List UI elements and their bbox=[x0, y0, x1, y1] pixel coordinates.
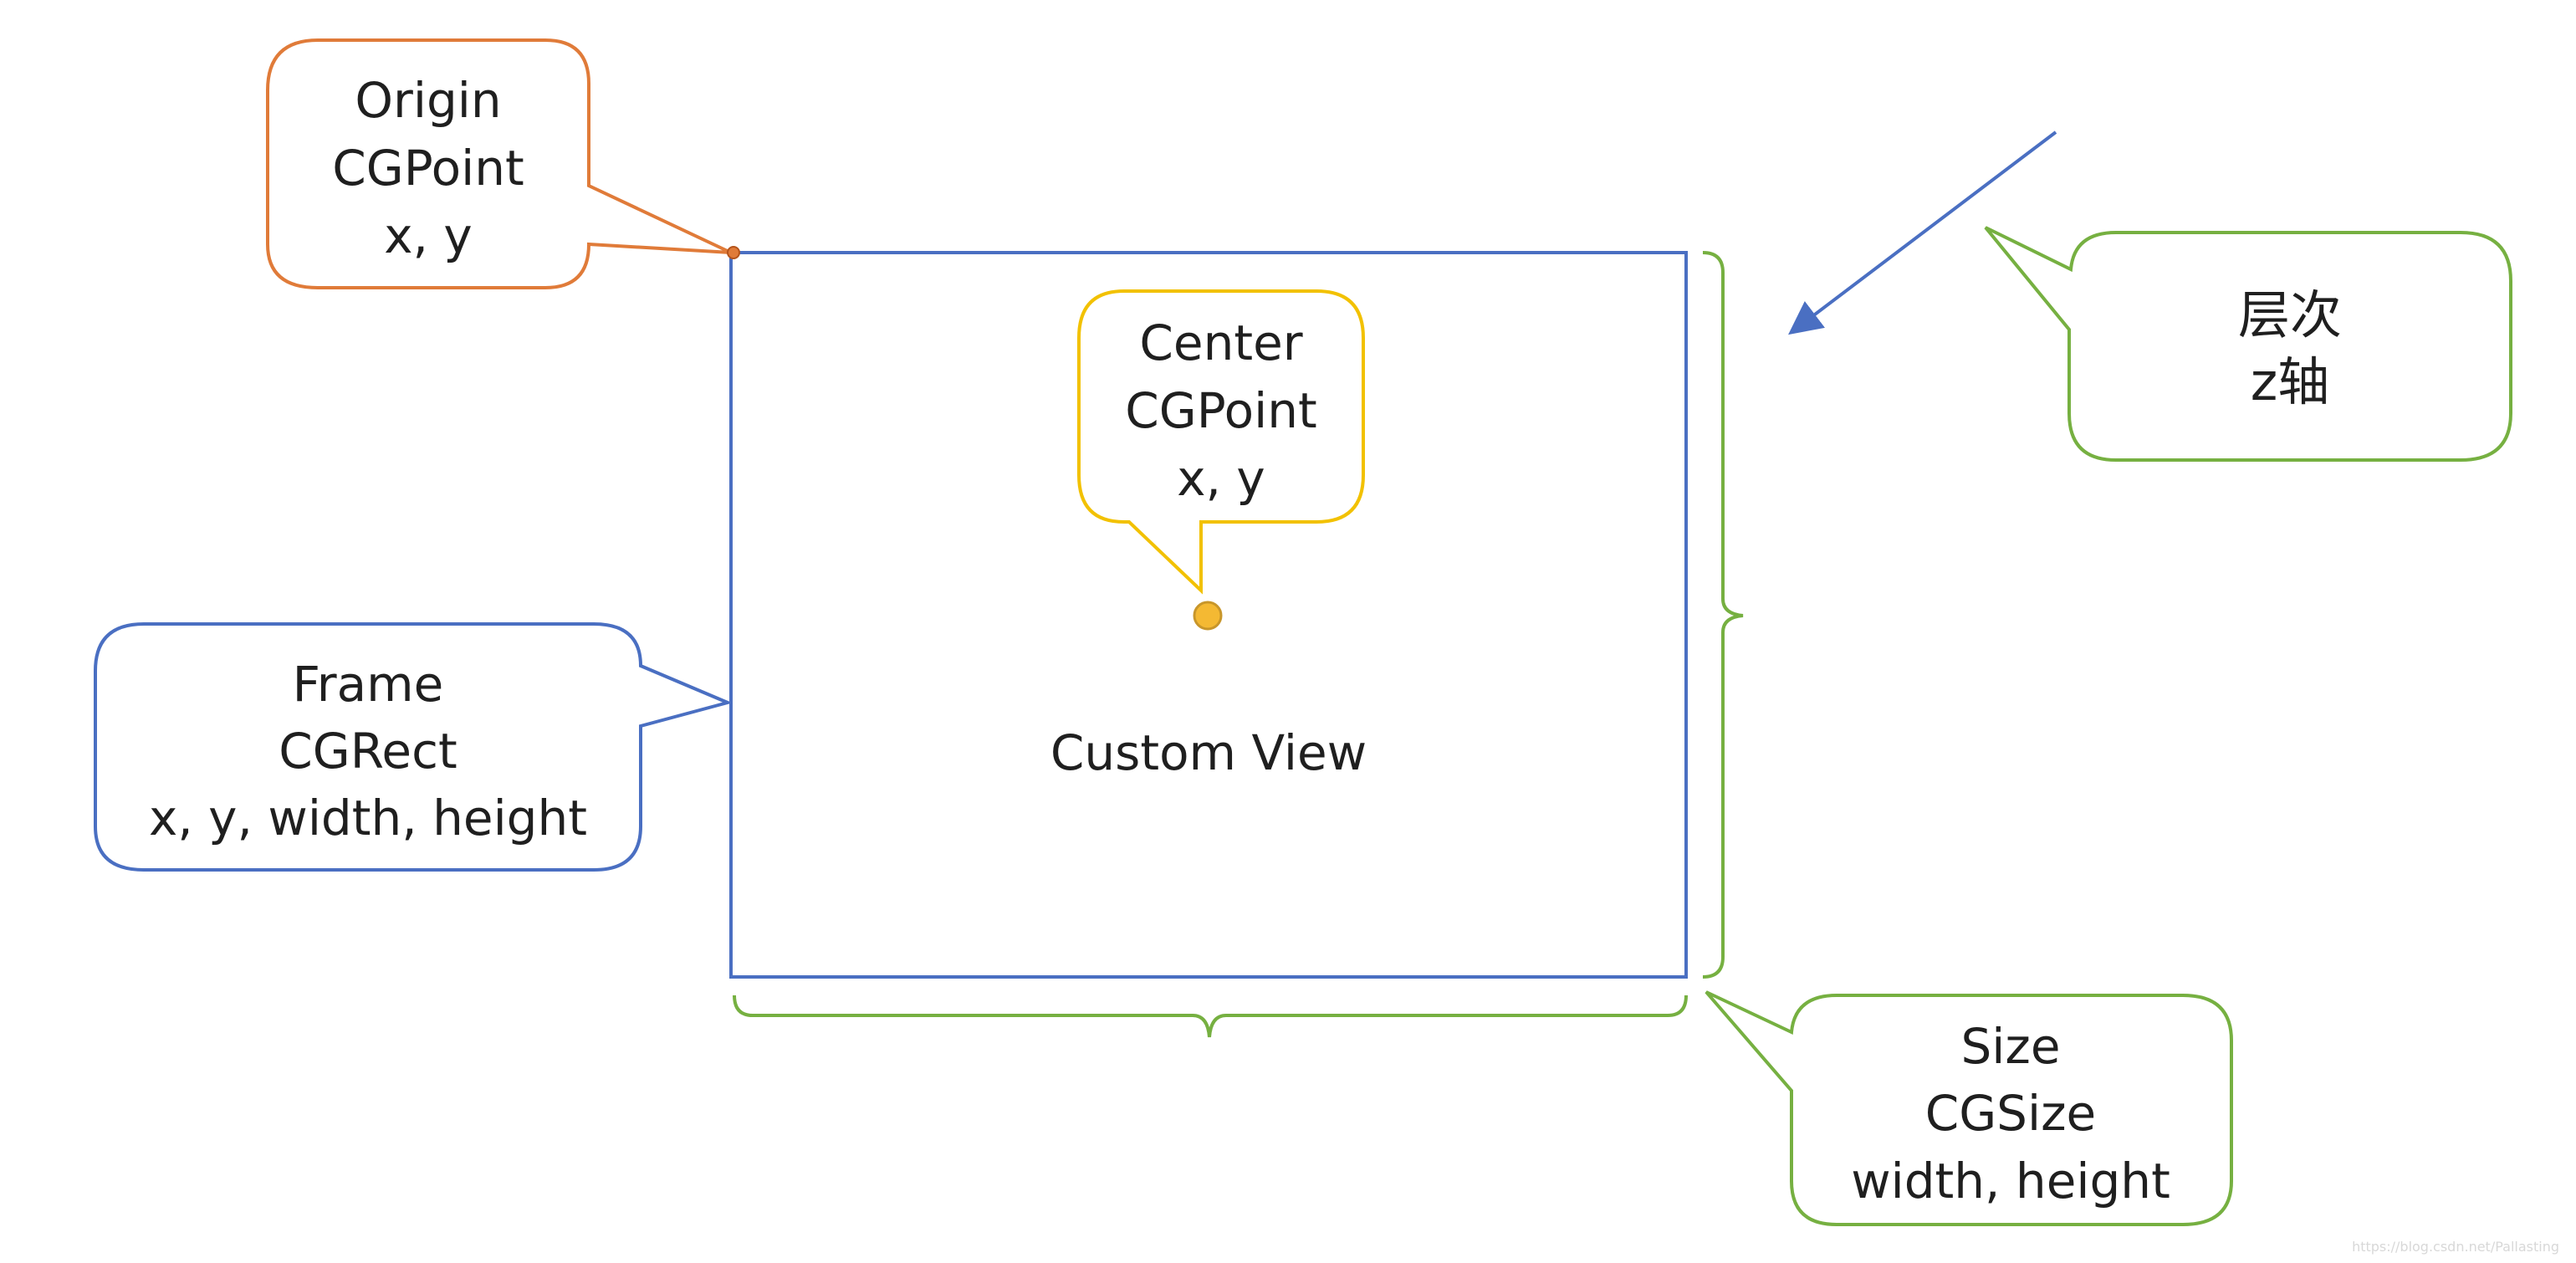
size-callout-line-2: CGSize bbox=[1925, 1085, 2097, 1142]
origin-callout-shape bbox=[266, 38, 732, 289]
size-callout-line-3: width, height bbox=[1851, 1153, 2170, 1209]
center-callout: Center CGPoint x, y bbox=[1077, 289, 1365, 595]
layer-callout-line-1: 层次 bbox=[2238, 284, 2342, 345]
origin-point bbox=[727, 246, 740, 259]
origin-callout-line-2: CGPoint bbox=[332, 140, 524, 197]
frame-callout-line-2: CGRect bbox=[279, 723, 457, 780]
size-callout-shape bbox=[1705, 990, 2233, 1226]
center-callout-line-3: x, y bbox=[1177, 450, 1265, 507]
layer-callout-line-2: z轴 bbox=[2251, 351, 2330, 412]
origin-callout: Origin CGPoint x, y bbox=[266, 38, 732, 289]
center-callout-shape bbox=[1077, 289, 1365, 595]
center-point bbox=[1193, 601, 1223, 631]
size-callout-line-1: Size bbox=[1960, 1018, 2060, 1075]
custom-view-rect bbox=[729, 251, 1688, 979]
layer-callout: 层次 z轴 bbox=[1984, 226, 2512, 462]
z-axis-arrow bbox=[1788, 130, 2057, 335]
watermark: https://blog.csdn.net/Pallasting bbox=[2352, 1239, 2559, 1255]
width-brace bbox=[733, 995, 1688, 1038]
frame-callout: Frame CGRect x, y, width, height bbox=[94, 622, 733, 872]
center-callout-line-2: CGPoint bbox=[1125, 382, 1316, 439]
frame-callout-line-3: x, y, width, height bbox=[149, 790, 587, 846]
custom-view-label: Custom View bbox=[1050, 724, 1367, 781]
frame-callout-line-1: Frame bbox=[293, 656, 444, 713]
origin-callout-line-1: Origin bbox=[355, 72, 501, 129]
origin-callout-line-3: x, y bbox=[384, 207, 473, 264]
size-callout: Size CGSize width, height bbox=[1705, 990, 2233, 1226]
center-callout-line-1: Center bbox=[1139, 314, 1302, 371]
layer-callout-shape bbox=[1984, 226, 2512, 462]
height-brace bbox=[1702, 251, 1744, 979]
frame-callout-shape bbox=[94, 622, 733, 872]
